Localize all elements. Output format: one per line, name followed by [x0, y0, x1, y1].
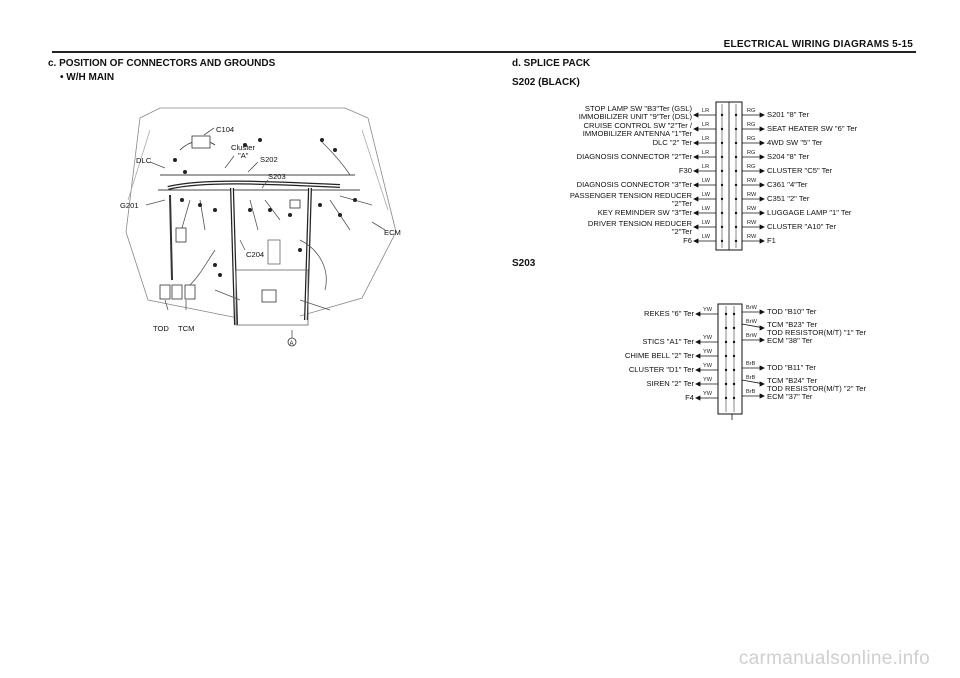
s202-right-label-10: F1 [767, 236, 776, 245]
s203-right-label-6: TCM "B24" Ter [767, 376, 817, 385]
s203-right-label-1: TOD "B10" Ter [767, 307, 817, 316]
s203-right-label-8: ECM "37" Ter [767, 392, 813, 401]
s203-color-r4: BrB [746, 361, 756, 367]
s202-color-l3: LR [702, 136, 709, 142]
s202-color-r4: RG [747, 150, 755, 156]
label-g201: G201 [120, 201, 139, 210]
s202-color-l2: LR [702, 122, 709, 128]
s202-right-label-3: 4WD SW "5" Ter [767, 138, 823, 147]
s202-left-label-7: F30 [679, 166, 692, 175]
s202-color-l5: LR [702, 164, 709, 170]
s202-color-l10: LW [702, 234, 711, 240]
s203-color-l1: YW [703, 307, 713, 313]
label-ecm: ECM [384, 228, 401, 237]
s202-color-r9: RW [747, 220, 757, 226]
s202-color-r5: RG [747, 164, 755, 170]
s202-color-r2: RG [747, 122, 755, 128]
s202-left-label-6: DIAGNOSIS CONNECTOR "2"Ter [577, 152, 693, 161]
s202-color-r7: RW [747, 192, 757, 198]
wh-main-bullet: • W/H MAIN [60, 72, 115, 83]
s202-left-label-12: DRIVER TENSION REDUCER [588, 219, 693, 228]
s203-color-r2: BrW [746, 319, 758, 325]
s202-color-r1: RG [747, 108, 755, 114]
s202-right-label-6: C361 "4"Ter [767, 180, 808, 189]
s203-color-l6: YW [703, 391, 713, 397]
s203-color-l2: YW [703, 335, 713, 341]
watermark: carmanualsonline.info [738, 648, 930, 669]
s202-right-label-4: S204 "8" Ter [767, 152, 809, 161]
s203-right-label-5: TOD "B11" Ter [767, 363, 816, 372]
s203-title: S203 [512, 258, 536, 269]
label-tcm: TCM [178, 324, 194, 333]
s203-color-l5: YW [703, 377, 713, 383]
s203-left-label-3: CHIME BELL "2" Ter [625, 351, 695, 360]
s203-body [717, 303, 743, 415]
s202-left-label-9: PASSENGER TENSION REDUCER [570, 191, 693, 200]
s202-left-label-2: IMMOBILIZER UNIT "9"Ter (DSL) [579, 112, 693, 121]
s202-color-r6: RW [747, 178, 757, 184]
s203-splice-pack: YW YW YW YW YW YW BrW BrW BrW BrB BrB Br… [625, 303, 867, 420]
s202-left-label-1: STOP LAMP SW "B3"Ter (GSL) [585, 104, 693, 113]
section-d-title: d. SPLICE PACK [512, 58, 591, 69]
s202-right-label-9: CLUSTER "A10" Ter [767, 222, 836, 231]
label-c204: C204 [246, 250, 264, 259]
s202-left-label-10: "2"Ter [672, 199, 693, 208]
s203-left-label-6: F4 [685, 393, 694, 402]
s203-right-label-7: TOD RESISTOR(M/T) "2" Ter [767, 384, 867, 393]
s203-color-r1: BrW [746, 305, 758, 311]
harness-drawing [125, 107, 397, 347]
label-cluster-line1: Cluster [231, 143, 256, 152]
s202-left-label-3: CRUISE CONTROL SW "2"Ter / [584, 121, 693, 130]
s202-color-r3: RG [747, 136, 755, 142]
s202-title: S202 (BLACK) [512, 77, 580, 88]
s202-right-label-1: S201 "8" Ter [767, 110, 809, 119]
s203-left-label-2: STICS "A1" Ter [642, 337, 694, 346]
s203-color-r3: BrW [746, 333, 758, 339]
label-dlc: DLC [136, 156, 152, 165]
s202-left-label-11: KEY REMINDER SW "3"Ter [598, 208, 693, 217]
s202-left-label-5: DLC "2" Ter [653, 138, 693, 147]
s202-left-label-13: "2"Ter [672, 227, 693, 236]
s203-right-label-2: TCM "B23" Ter [767, 320, 817, 329]
harness-labels: C104 Cluster "A" DLC S202 S203 G201 ECM … [120, 125, 401, 347]
section-c-title: c. POSITION OF CONNECTORS AND GROUNDS [48, 58, 276, 69]
label-cluster-line2: "A" [238, 151, 249, 160]
s203-right-label-4: ECM "38" Ter [767, 336, 813, 345]
s202-color-l1: LR [702, 108, 709, 114]
s203-right-label-3: TOD RESISTOR(M/T) "1" Ter [767, 328, 867, 337]
s203-color-r6: BrB [746, 389, 756, 395]
s203-color-r5: BrB [746, 375, 756, 381]
s203-left-label-1: REKES "6" Ter [644, 309, 694, 318]
page-header: ELECTRICAL WIRING DIAGRAMS 5-15 [0, 0, 960, 60]
s202-color-l4: LR [702, 150, 709, 156]
s202-splice-pack: LR LR LR LR LR LW LW LW LW LW RG RG RG R… [570, 101, 858, 251]
s202-color-l9: LW [702, 220, 711, 226]
s202-right-label-5: CLUSTER "C5" Ter [767, 166, 833, 175]
s203-left-label-4: CLUSTER "D1" Ter [629, 365, 695, 374]
header-rule [52, 51, 916, 53]
label-c104: C104 [216, 125, 234, 134]
s203-color-l3: YW [703, 349, 713, 355]
s202-right-label-7: C351 "2" Ter [767, 194, 810, 203]
s202-color-l8: LW [702, 206, 711, 212]
label-tod: TOD [153, 324, 169, 333]
label-s202: S202 [260, 155, 278, 164]
s202-color-r10: RW [747, 234, 757, 240]
s202-color-l7: LW [702, 192, 711, 198]
s203-color-l4: YW [703, 363, 713, 369]
s202-left-label-8: DIAGNOSIS CONNECTOR "3"Ter [577, 180, 693, 189]
s202-left-label-14: F6 [683, 236, 692, 245]
label-s203: S203 [268, 172, 286, 181]
s202-right-label-8: LUGGAGE LAMP "1" Ter [767, 208, 852, 217]
s203-left-label-5: SIREN "2" Ter [647, 379, 695, 388]
s202-color-r8: RW [747, 206, 757, 212]
s202-left-label-4: IMMOBILIZER ANTENNA "1"Ter [583, 129, 693, 138]
page-header-title: ELECTRICAL WIRING DIAGRAMS 5-15 [723, 39, 913, 50]
label-a-marker: A [290, 341, 294, 347]
s202-color-l6: LW [702, 178, 711, 184]
s202-right-label-2: SEAT HEATER SW "6" Ter [767, 124, 858, 133]
